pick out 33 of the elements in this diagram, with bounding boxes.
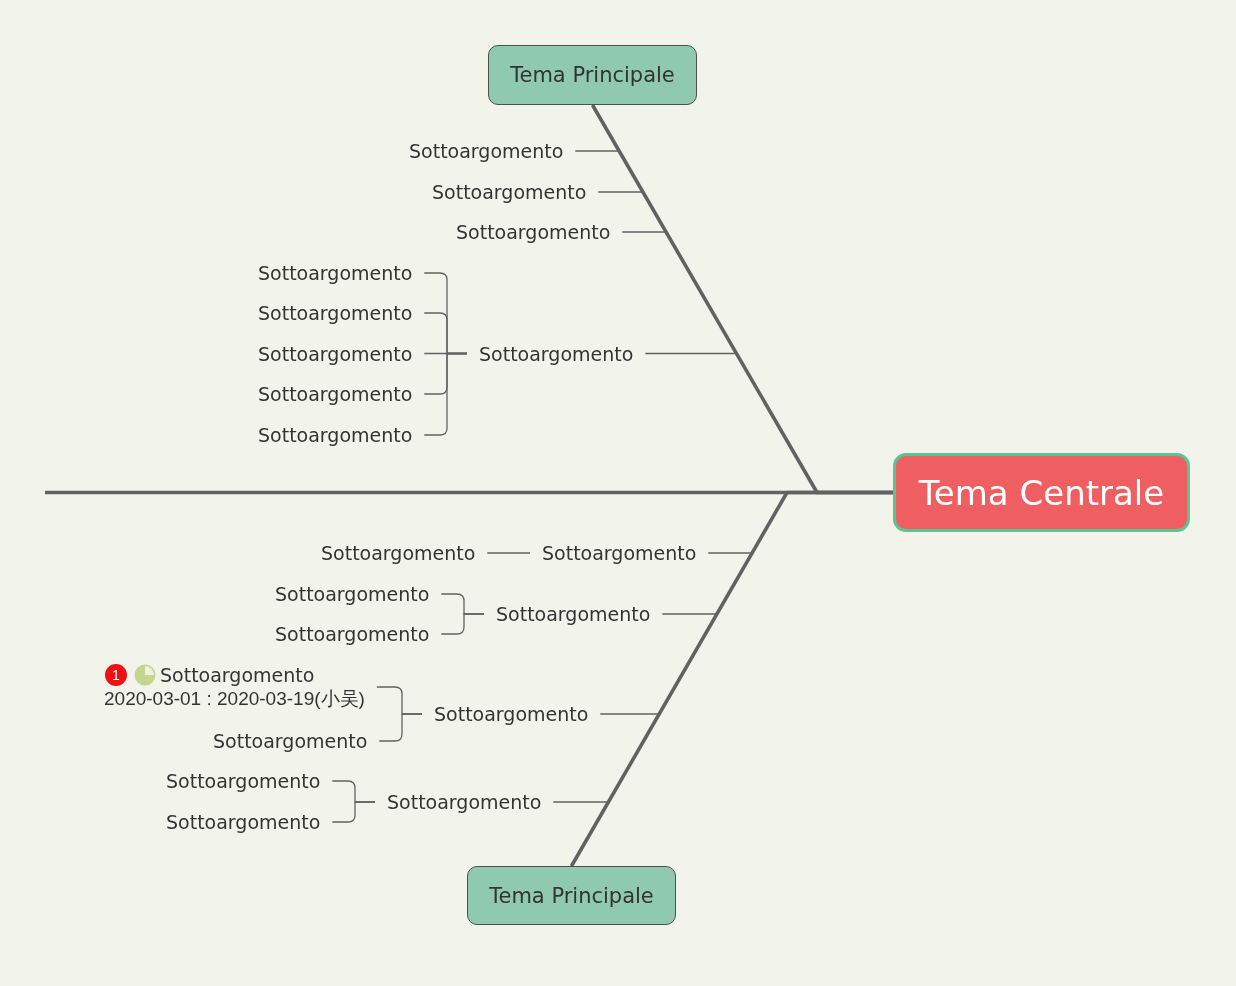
branch-line [552, 801, 610, 867]
subtopic-label: Sottoargomento [246, 341, 425, 366]
subtopic-label: Sottoargomento [375, 790, 554, 814]
subtopic-label: Sottoargomento [530, 541, 709, 565]
subtopic-label: Sottoargomento [444, 220, 623, 244]
subtopic-label: Sottoargomento [246, 261, 425, 285]
subtopic-label: Sottoargomento [263, 582, 442, 606]
bracket-line [378, 713, 423, 742]
bracket-line [440, 613, 485, 635]
subtopic-label: Sottoargomento [154, 769, 333, 793]
subtopic-label: Sottoargomento [420, 180, 599, 204]
bracket-line [331, 801, 376, 823]
subtopic-label: Sottoargomento [246, 301, 425, 325]
subtopic-label: Sottoargomento [484, 602, 663, 626]
subtopic-label: Sottoargomento [154, 810, 333, 834]
main-topic-box: Tema Principale [467, 866, 676, 925]
main-topic-box: Tema Principale [488, 45, 697, 105]
subtopic-label: Sottoargomento [246, 382, 425, 406]
subtopic-label: Sottoargomento [397, 139, 576, 163]
subtopic-label: Sottoargomento [246, 423, 425, 447]
subtopic-label: Sottoargomento [160, 663, 315, 687]
branch-line [591, 104, 738, 355]
central-topic-box: Tema Centrale [893, 453, 1190, 532]
subtopic-label: Sottoargomento [263, 622, 442, 646]
bone-line [569, 490, 893, 867]
subtopic-label: Sottoargomento [309, 541, 488, 565]
subtopic-label: Sottoargomento [201, 729, 380, 753]
date-range-text: 2020-03-01 : 2020-03-19(小吴) [104, 687, 365, 711]
connector-line [486, 552, 531, 554]
subtopic-label: Sottoargomento [467, 341, 646, 366]
subtopic-label: Sottoargomento [422, 702, 601, 726]
bracket-line [423, 352, 468, 436]
priority-badge: 1 [105, 664, 127, 686]
